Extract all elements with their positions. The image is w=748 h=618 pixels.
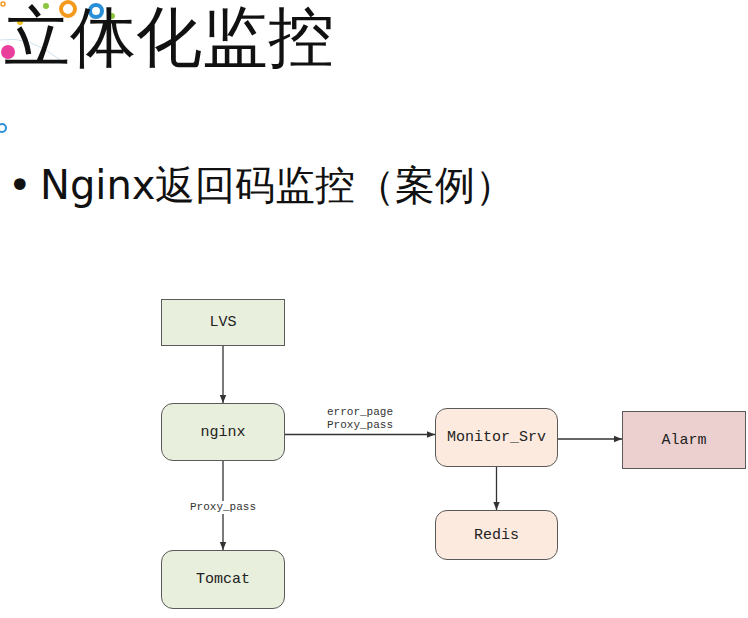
diagram-ground — [160, 298, 748, 611]
edge-label: Proxy_pass — [188, 501, 258, 514]
slide-title: 立体化监控 — [4, 0, 334, 76]
process-box: Redis — [435, 510, 558, 560]
node-label: nginx — [200, 424, 245, 441]
edge-label: error_page Proxy_pass — [325, 406, 395, 432]
process-box: Tomcat — [161, 550, 285, 609]
node-label: Tomcat — [196, 571, 250, 588]
node-label: LVS — [209, 314, 236, 331]
node-label: Alarm — [661, 432, 706, 449]
arrow-connector — [558, 438, 622, 439]
arrow-connector — [496, 467, 497, 510]
arrow-connector — [285, 434, 435, 435]
process-box: Monitor_Srv — [435, 408, 558, 467]
arrow-connector — [222, 346, 223, 403]
node-label: Redis — [474, 527, 519, 544]
bullet-mark: • — [8, 160, 32, 210]
bullet-text: Nginx返回码监控（案例） — [40, 160, 515, 210]
process-box: nginx — [161, 403, 285, 461]
deco-ring — [0, 124, 6, 132]
node-label: Monitor_Srv — [447, 429, 546, 446]
process-box: LVS — [161, 299, 285, 346]
process-box: Alarm — [622, 411, 746, 469]
